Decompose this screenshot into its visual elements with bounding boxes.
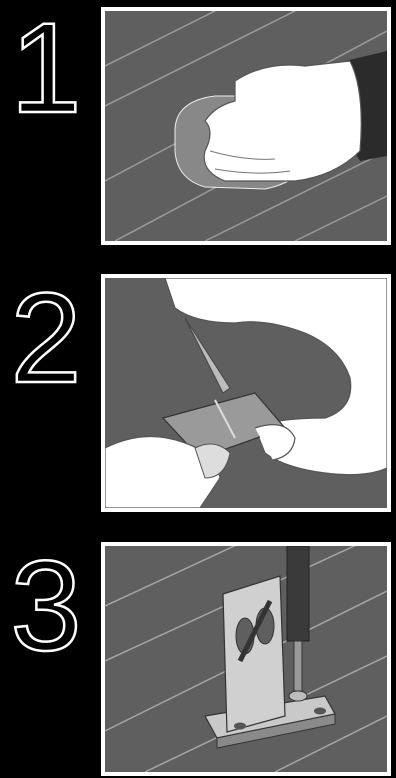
step-2-illustration xyxy=(101,274,391,512)
hand-wiping-surface-icon xyxy=(105,11,387,241)
peeling-adhesive-backing-icon xyxy=(105,278,387,508)
step-number-2-text: 2 xyxy=(10,270,81,390)
step-number-1-text: 1 xyxy=(10,0,81,120)
step-1-illustration xyxy=(101,7,391,245)
step-2: 2 xyxy=(0,270,396,520)
step-number-3: 3 xyxy=(4,538,88,658)
step-number-2: 2 xyxy=(4,270,88,390)
step-3: 3 xyxy=(0,538,396,778)
step-number-1: 1 xyxy=(4,0,88,120)
screwdriver-fastening-bracket-icon xyxy=(105,546,387,772)
step-number-3-text: 3 xyxy=(10,538,81,658)
step-1: 1 xyxy=(0,0,396,250)
step-3-illustration xyxy=(101,542,391,776)
